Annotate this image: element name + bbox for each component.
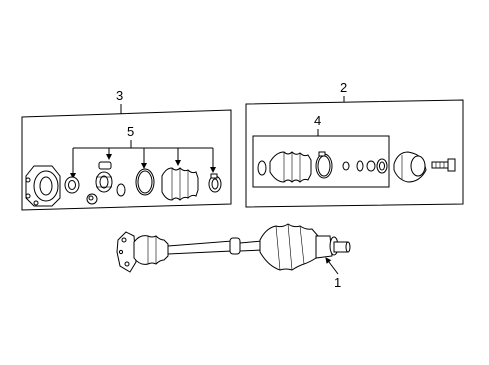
callout-2-label: 2 <box>340 80 347 95</box>
kit-box-2 <box>245 99 464 208</box>
thrust-washer[interactable] <box>116 183 126 197</box>
ball-bearing[interactable] <box>86 193 98 205</box>
callout-5-label: 5 <box>127 124 134 139</box>
callout-4-label: 4 <box>314 113 321 128</box>
tripod-joint[interactable] <box>393 151 427 183</box>
callout-5[interactable]: 5 <box>70 124 216 179</box>
callout-1[interactable]: 1 <box>325 257 341 290</box>
cv-axle-assembly[interactable] <box>116 223 351 273</box>
kit-box-3 <box>21 109 232 211</box>
cv-boot-inner[interactable] <box>269 151 312 183</box>
inner-race[interactable] <box>95 161 113 193</box>
callout-1-label: 1 <box>334 275 341 290</box>
boot-clamp-large[interactable] <box>135 168 155 196</box>
kit-box-4 <box>252 135 390 188</box>
small-washers[interactable] <box>342 158 388 174</box>
callout-3-label: 3 <box>116 88 123 103</box>
callout-2[interactable]: 2 <box>340 80 347 102</box>
callout-4[interactable]: 4 <box>314 113 321 136</box>
snap-ring[interactable] <box>64 176 80 194</box>
clamp-ring-box4-left[interactable] <box>257 160 267 176</box>
callout-3[interactable]: 3 <box>116 88 123 114</box>
boot-clamp-small[interactable] <box>208 173 222 193</box>
cv-joint-housing[interactable] <box>25 165 61 207</box>
cv-boot-outer[interactable] <box>161 167 199 201</box>
axle-bolt[interactable] <box>431 158 456 172</box>
clamp-ring-box4-right[interactable] <box>315 151 333 179</box>
